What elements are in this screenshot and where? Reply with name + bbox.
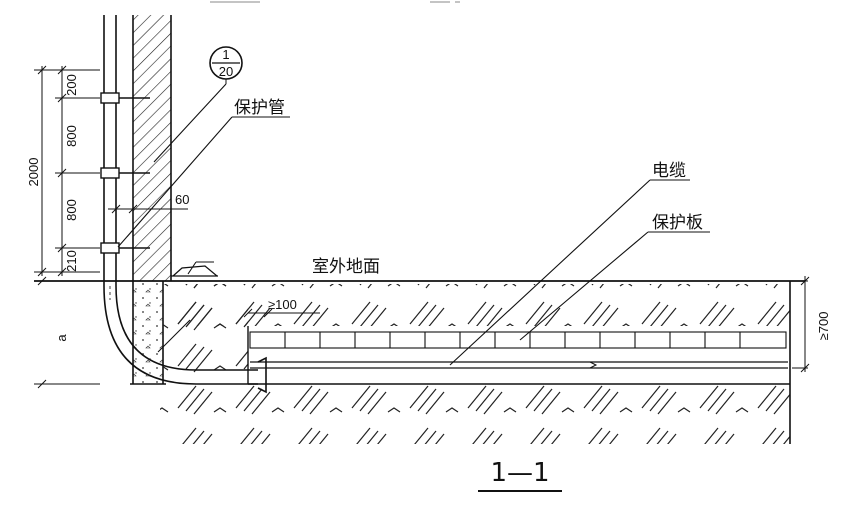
dim-seg-lower: 800 (64, 199, 79, 221)
dim-seg-top: 200 (64, 74, 79, 96)
protective-board-row (249, 331, 787, 349)
earth-fill (160, 284, 790, 444)
dim-seg-upper: 800 (64, 125, 79, 147)
dim-seg-bottom: 210 (64, 250, 79, 272)
label-outdoor-ground: 室外地面 (312, 257, 380, 277)
detail-mark-bottom: 20 (219, 64, 233, 79)
dim-total-height: 2000 (26, 158, 41, 187)
wall-foundation (130, 281, 166, 385)
label-protective-pipe: 保护管 (234, 98, 285, 118)
detail-mark-top: 1 (222, 47, 229, 62)
dim-clearance (108, 204, 188, 214)
dim-burial-depth (792, 276, 810, 373)
dim-depth-label: a (54, 334, 69, 342)
dim-burial-depth-label: ≥700 (816, 312, 831, 341)
detail-reference-mark (209, 46, 243, 84)
label-cable: 电缆 (652, 161, 686, 181)
dim-depth-a (34, 276, 100, 389)
building-wall (132, 15, 172, 281)
vertical-dimension-chain (34, 65, 100, 277)
buried-cable (250, 361, 788, 369)
ground-line (34, 265, 805, 282)
dim-overlap (243, 308, 320, 318)
protective-pipe (103, 15, 267, 394)
leader-lines (117, 83, 710, 366)
dim-clearance-label: 60 (175, 192, 189, 207)
label-protective-board: 保护板 (652, 213, 703, 233)
dim-overlap-label: ≥100 (268, 297, 297, 312)
section-title: 1—1 (490, 458, 549, 488)
pipe-clamps (100, 92, 150, 254)
